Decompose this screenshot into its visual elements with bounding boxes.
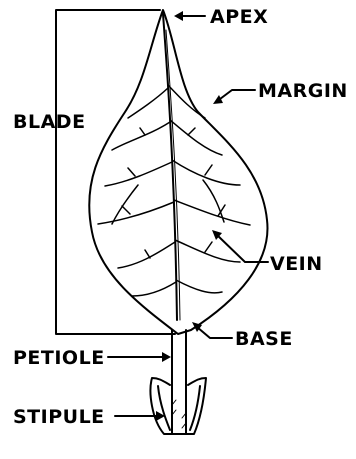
blade-bracket: [56, 10, 175, 334]
petiole: [172, 330, 186, 385]
base-pointer: [197, 327, 232, 338]
stipule-label: STIPULE: [13, 406, 105, 428]
stipule-hatching: [172, 400, 186, 428]
margin-pointer: [216, 90, 255, 102]
base-label: BASE: [235, 328, 293, 350]
margin-arrowhead: [213, 95, 223, 104]
blade-label: BLADE: [13, 111, 86, 133]
leaf-blade-outline: [89, 10, 267, 334]
stipules: [151, 378, 207, 434]
apex-label: APEX: [210, 6, 268, 28]
petiole-arrowhead: [162, 352, 171, 362]
vein-label: VEIN: [270, 253, 323, 275]
petiole-label: PETIOLE: [13, 347, 105, 369]
margin-label: MARGIN: [258, 80, 348, 102]
apex-arrowhead: [174, 11, 183, 21]
